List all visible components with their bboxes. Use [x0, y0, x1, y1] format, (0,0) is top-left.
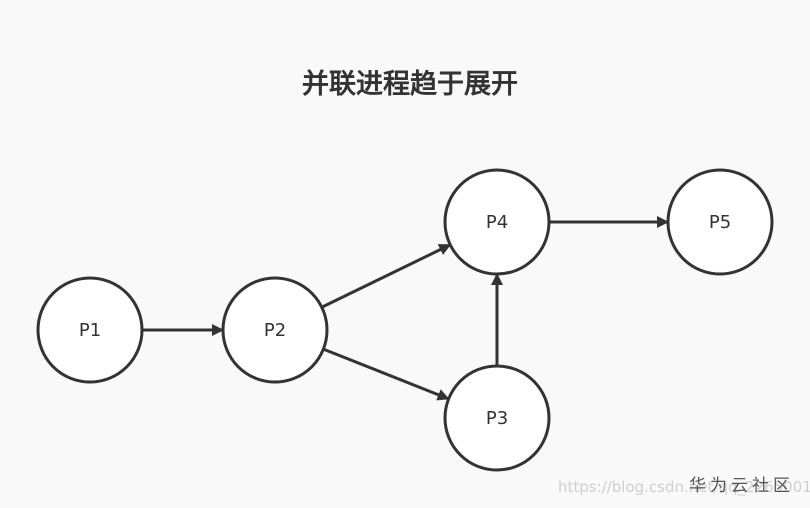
node-circle [443, 364, 551, 472]
node-label: P4 [486, 212, 508, 233]
node-circle [443, 168, 551, 276]
watermark-url: https://blog.csdn.net/qq_2265001 [558, 478, 810, 496]
node-p5: P5 [666, 168, 774, 276]
node-p3: P3 [443, 364, 551, 472]
node-label: P3 [486, 408, 508, 429]
node-circle [36, 276, 144, 384]
edge-p2-p3 [322, 347, 450, 401]
node-circle [221, 276, 329, 384]
node-p1: P1 [36, 276, 144, 384]
node-label: P2 [264, 320, 286, 341]
diagram-title: 并联进程趋于展开 [302, 69, 518, 100]
node-circle [666, 168, 774, 276]
node-p2: P2 [221, 276, 329, 384]
node-label: P5 [709, 212, 731, 233]
edge-p2-p4 [321, 243, 452, 309]
node-label: P1 [79, 320, 101, 341]
watermark-brand: 华为云社区 [689, 476, 794, 496]
node-p4: P4 [443, 168, 551, 276]
